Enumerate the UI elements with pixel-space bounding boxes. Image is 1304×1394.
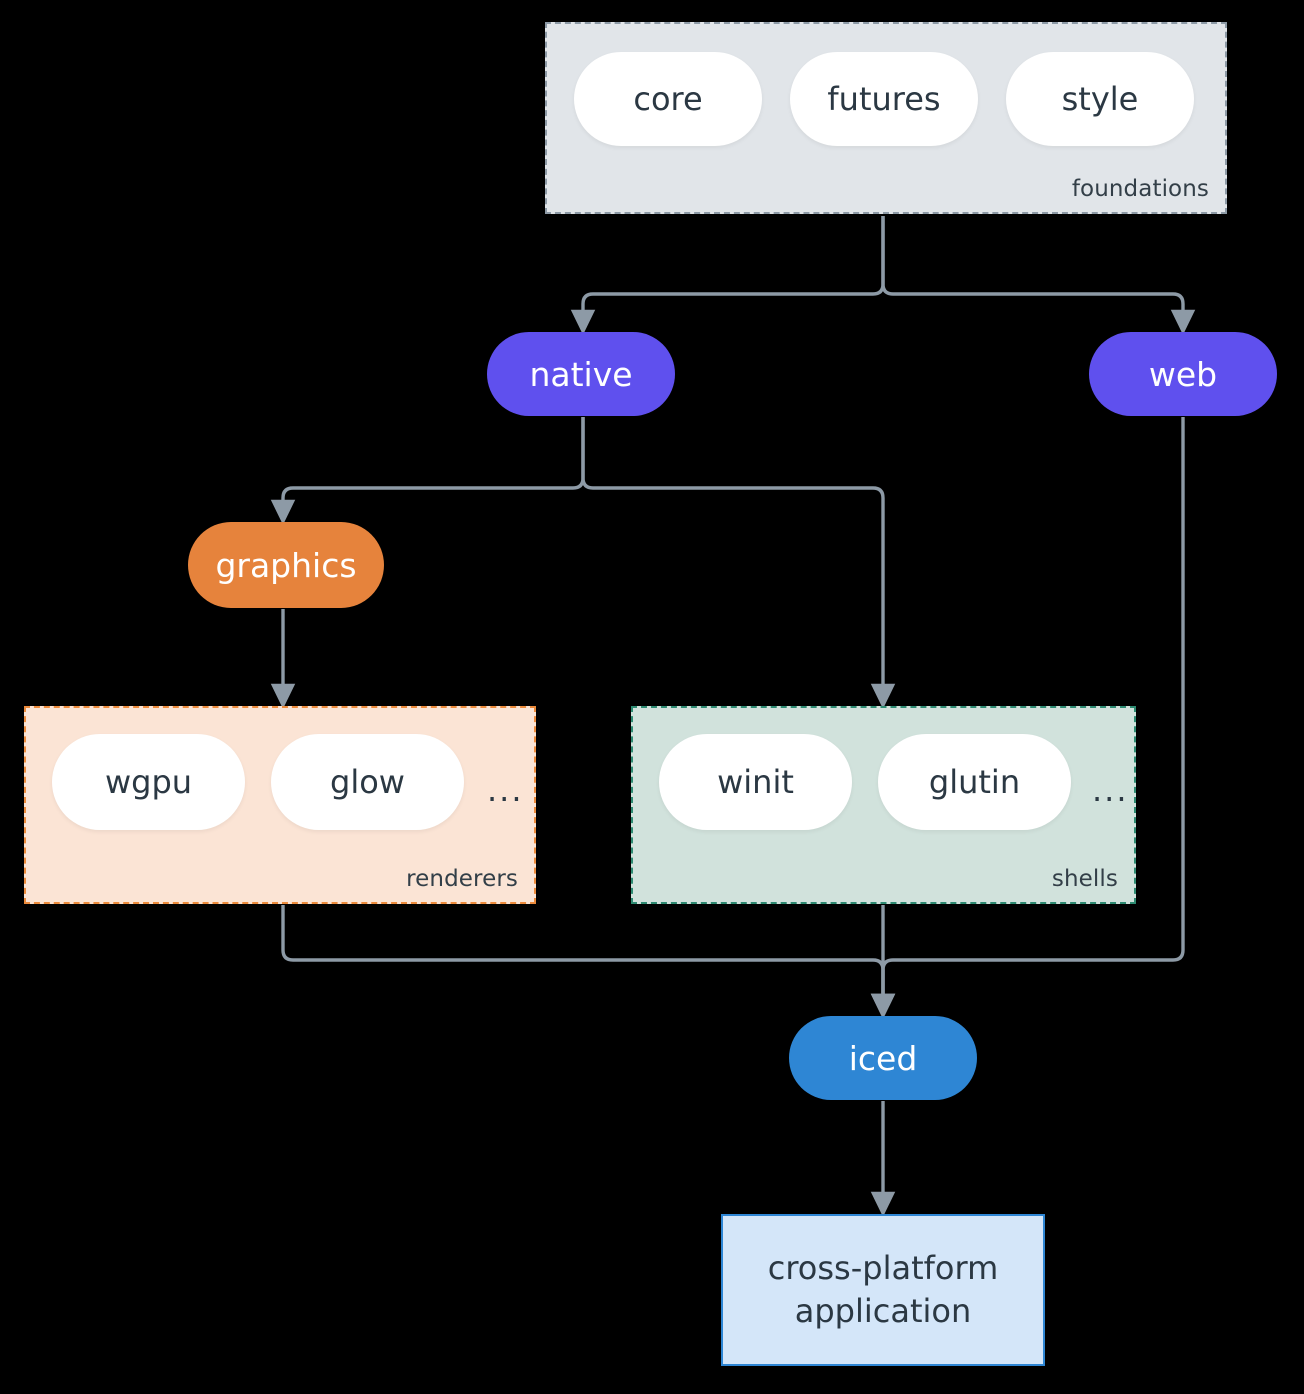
edge-native-graphics <box>270 417 585 525</box>
node-graphics-label: graphics <box>215 545 357 585</box>
node-web[interactable]: web <box>1089 332 1277 416</box>
pill-glutin-label: glutin <box>928 763 1021 801</box>
node-web-label: web <box>1148 354 1218 394</box>
group-foundations-label: foundations <box>1071 176 1209 202</box>
node-cross-platform-application[interactable]: cross-platform application <box>721 1214 1045 1366</box>
group-renderers: wgpu glow ... renderers <box>24 706 536 904</box>
edge-native-shells <box>581 417 896 709</box>
group-foundations: core futures style foundations <box>545 22 1227 214</box>
application-label-line1: cross-platform <box>767 1248 999 1287</box>
pill-futures-label: futures <box>827 80 941 118</box>
pill-futures[interactable]: futures <box>790 52 978 146</box>
pill-core-label: core <box>633 80 703 118</box>
pill-glutin[interactable]: glutin <box>878 734 1071 830</box>
node-graphics[interactable]: graphics <box>188 522 384 608</box>
pill-core[interactable]: core <box>574 52 762 146</box>
pill-winit-label: winit <box>717 763 794 801</box>
edge-renderers-iced <box>281 905 896 1019</box>
pill-wgpu-label: wgpu <box>104 763 193 801</box>
node-iced-label: iced <box>848 1038 918 1078</box>
node-iced[interactable]: iced <box>789 1016 977 1100</box>
shells-overflow-ellipsis: ... <box>1092 771 1129 809</box>
node-native-label: native <box>529 354 633 394</box>
pill-glow-label: glow <box>330 763 405 801</box>
edge-foundations-native <box>570 216 885 335</box>
pill-winit[interactable]: winit <box>659 734 852 830</box>
group-shells-label: shells <box>1051 866 1118 892</box>
pill-style-label: style <box>1061 80 1139 118</box>
group-shells: winit glutin ... shells <box>631 706 1136 904</box>
pill-style[interactable]: style <box>1006 52 1194 146</box>
group-renderers-label: renderers <box>406 866 518 892</box>
renderers-overflow-ellipsis: ... <box>487 771 524 809</box>
application-label-line2: application <box>794 1292 972 1330</box>
pill-wgpu[interactable]: wgpu <box>52 734 245 830</box>
edge-foundations-web <box>881 216 1196 335</box>
pill-glow[interactable]: glow <box>271 734 464 830</box>
node-native[interactable]: native <box>487 332 675 416</box>
